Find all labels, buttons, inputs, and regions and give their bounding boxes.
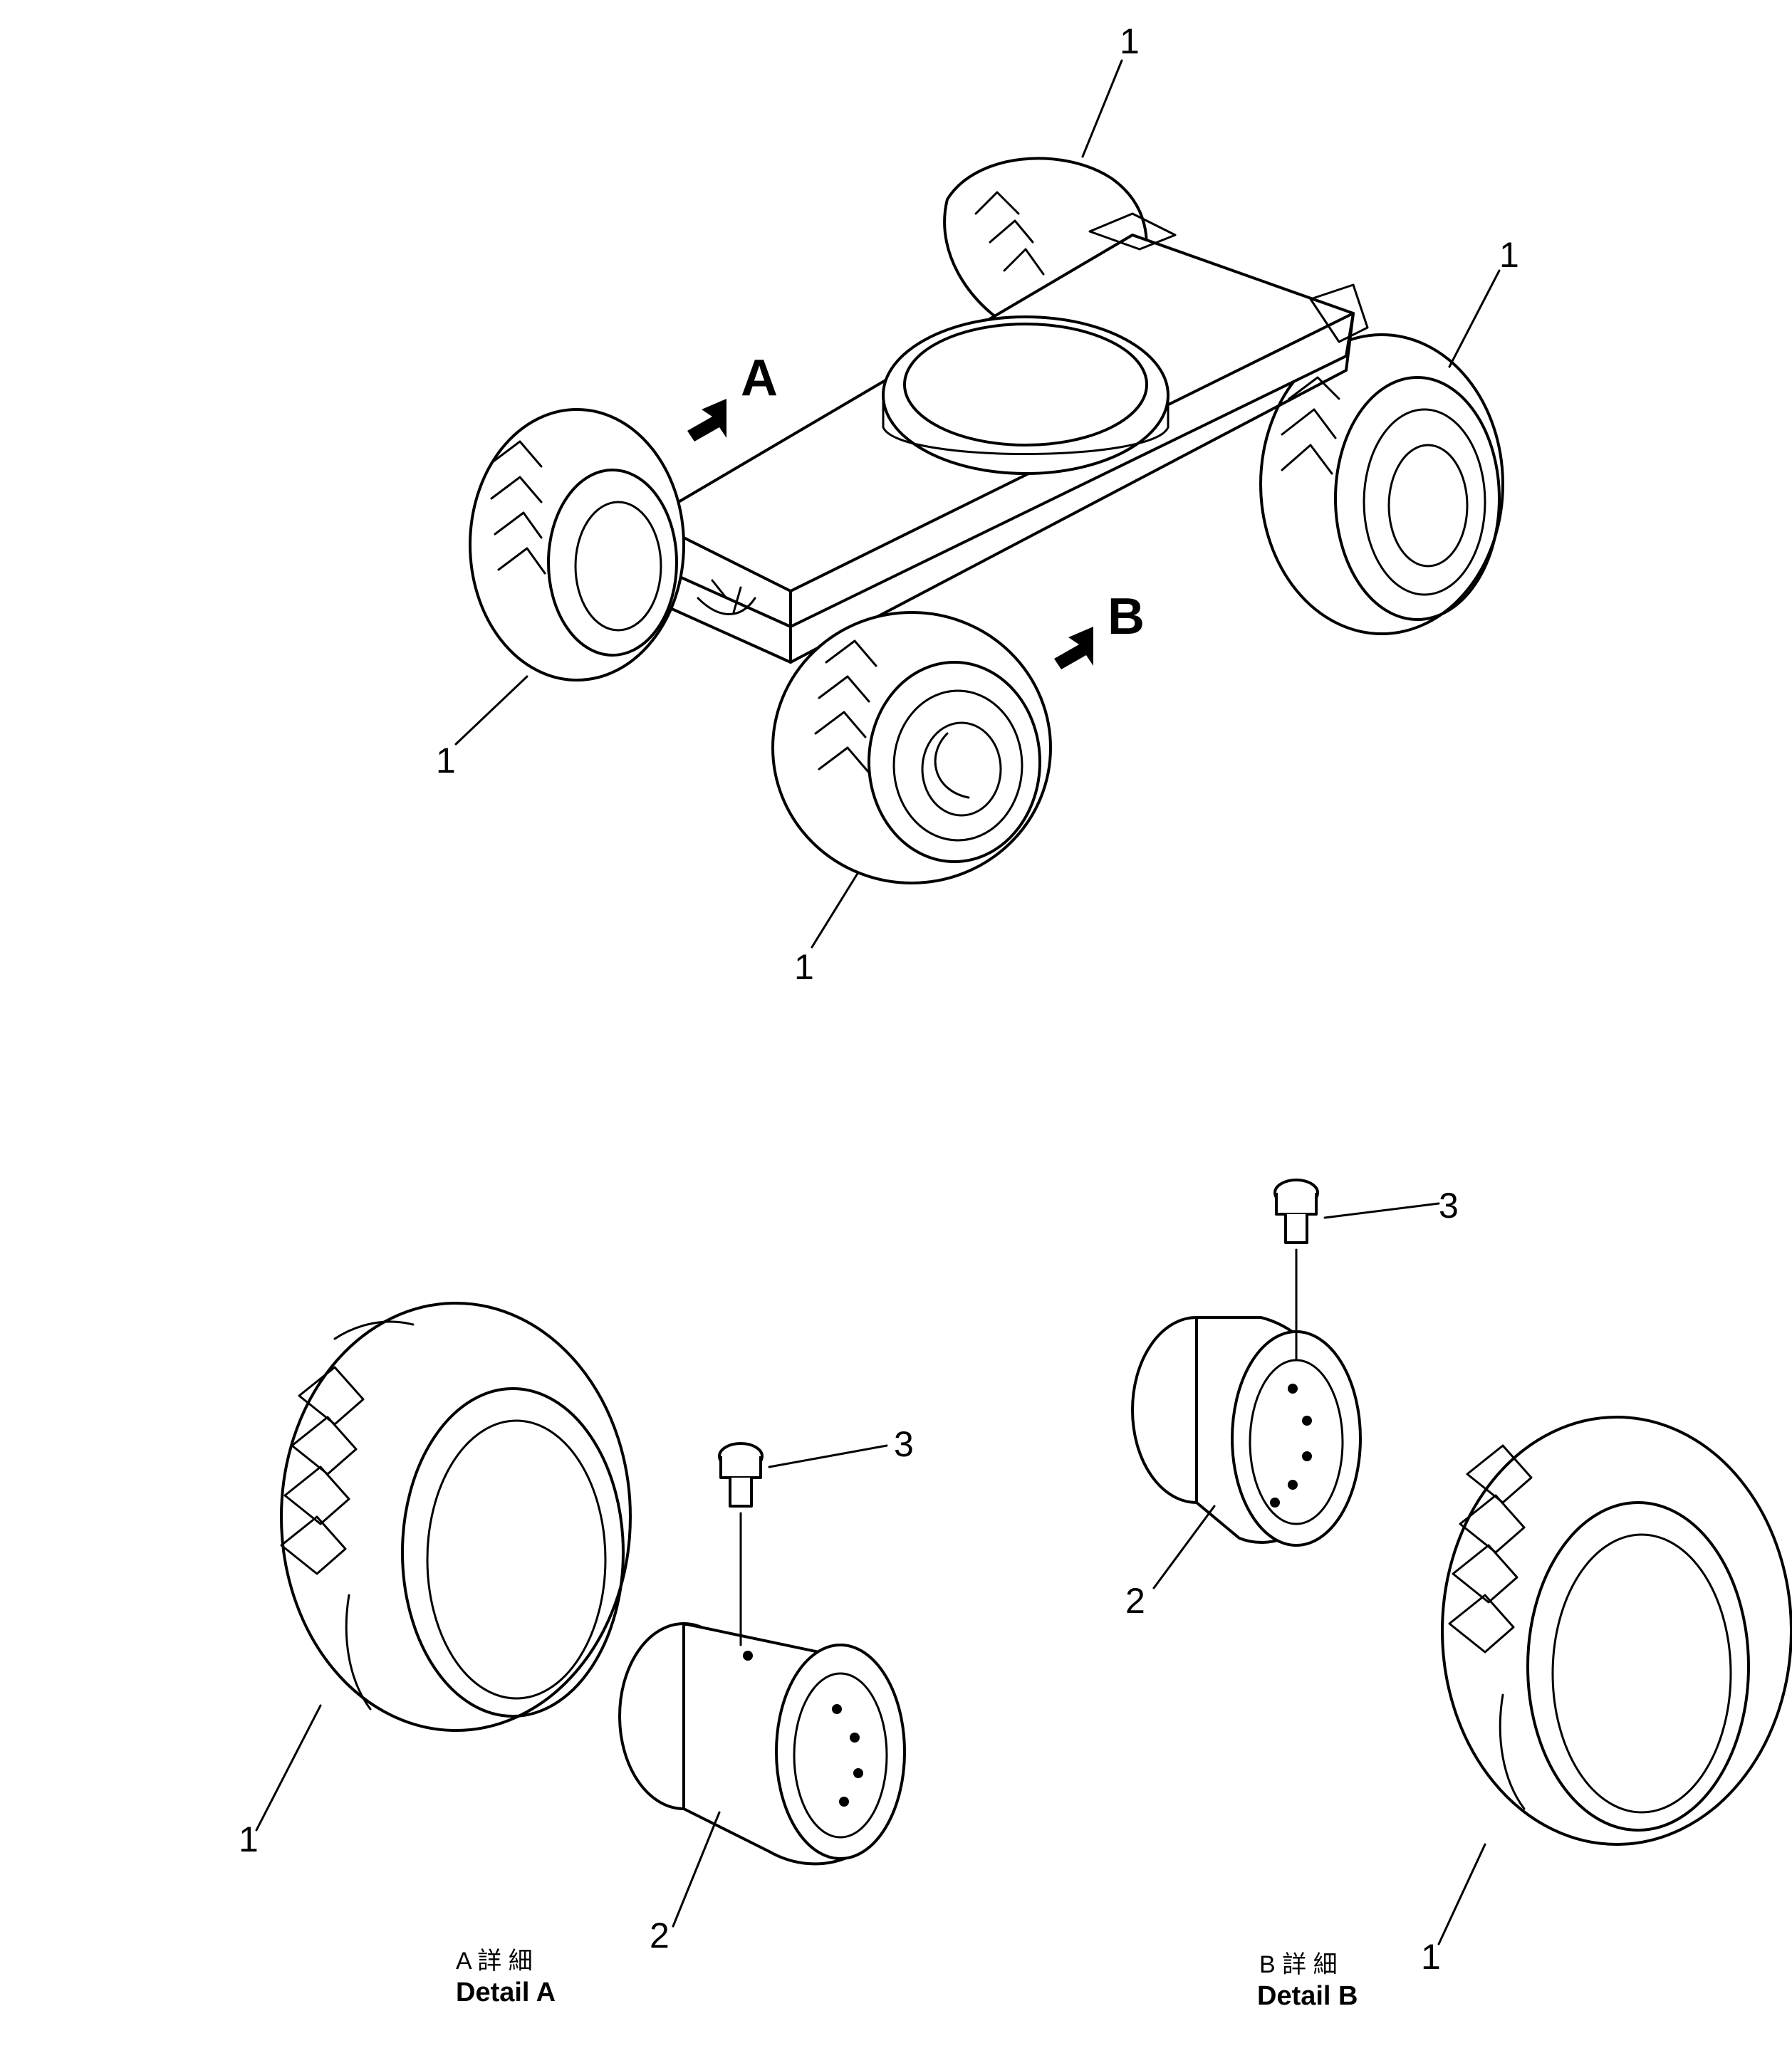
callout-detail-b-valve: 3 — [1439, 1186, 1459, 1226]
callout-detail-b-tire: 1 — [1421, 1937, 1441, 1977]
view-label-a: A — [741, 350, 778, 407]
detail-a-rim — [618, 1622, 906, 1866]
detail-b-tire — [1441, 1416, 1792, 1846]
leader-line — [255, 1704, 322, 1832]
detail-a-valve — [718, 1442, 764, 1646]
callout-tire-front-right: 1 — [794, 947, 814, 987]
detail-b-caption-jp: B 詳 細 — [1259, 1951, 1338, 1978]
callout-detail-a-valve: 3 — [894, 1424, 914, 1464]
detail-a-caption-jp: A 詳 細 — [456, 1948, 533, 1975]
detail-b-group — [1131, 1179, 1792, 1946]
callout-detail-a-rim: 2 — [650, 1916, 670, 1955]
leader-line — [1323, 1202, 1440, 1219]
undercarriage-assembly — [469, 157, 1504, 884]
callout-tire-front-left: 1 — [436, 741, 456, 780]
leader-line — [1437, 1843, 1486, 1946]
detail-a-group — [255, 1302, 906, 1928]
leader-line — [672, 1811, 721, 1928]
detail-a-caption-en: Detail A — [456, 1978, 556, 2007]
view-arrow-a-icon — [687, 399, 726, 442]
leader-lines-top — [454, 59, 1501, 949]
callout-tire-rear-right: 1 — [1499, 235, 1519, 275]
callout-detail-a-tire: 1 — [239, 1819, 259, 1859]
detail-b-rim — [1131, 1316, 1362, 1547]
tire-front-right — [771, 611, 1052, 884]
detail-a-tire — [280, 1302, 632, 1732]
leader-line — [768, 1444, 888, 1468]
view-label-b: B — [1108, 588, 1145, 645]
leader-line — [1152, 1505, 1216, 1589]
detail-b-valve — [1273, 1179, 1319, 1362]
tire-front-left — [469, 408, 685, 681]
detail-b-caption-en: Detail B — [1257, 1981, 1358, 2011]
view-arrow-b-icon — [1054, 627, 1093, 669]
callout-detail-b-rim: 2 — [1125, 1581, 1145, 1621]
callout-tire-rear-left: 1 — [1120, 21, 1140, 61]
tire-rear-right — [1259, 333, 1504, 635]
